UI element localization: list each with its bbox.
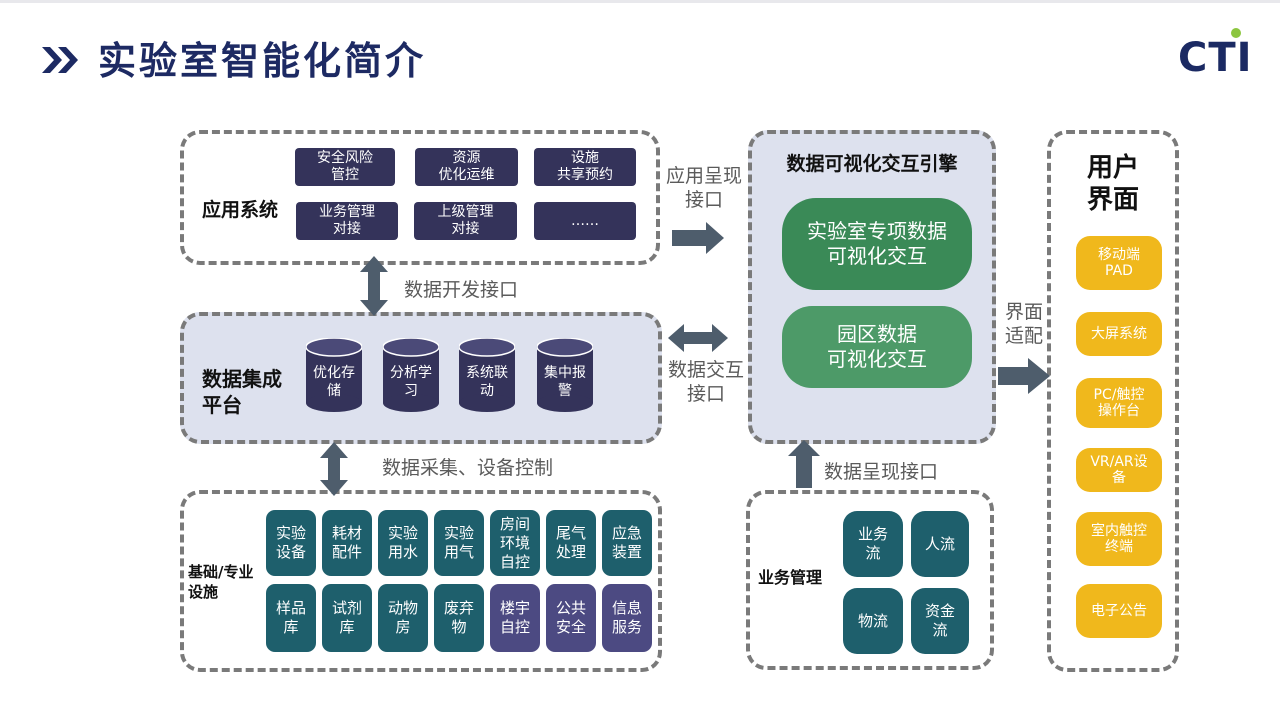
page-title: 实验室智能化简介 <box>98 39 427 83</box>
infra-public-safety: 公共 安全 <box>546 584 596 652</box>
app-item-superior-docking: 上级管理 对接 <box>414 202 517 240</box>
infra-info-service: 信息 服务 <box>602 584 652 652</box>
label-collection-control: 数据采集、设备控制 <box>382 457 554 479</box>
app-item-facility-booking: 设施 共享预约 <box>534 148 636 186</box>
app-system-panel <box>180 130 660 265</box>
label-ui-adaptation: 界面 适配 <box>1004 301 1043 347</box>
infra-emergency: 应急 装置 <box>602 510 652 576</box>
engine-title: 数据可视化交互引擎 <box>786 153 958 175</box>
business-logistics: 物流 <box>843 588 903 654</box>
business-panel <box>746 490 994 670</box>
cti-logo: CTI <box>1178 35 1253 81</box>
business-people-flow: 人流 <box>911 511 969 577</box>
infra-lab-gas: 实验 用气 <box>434 510 484 576</box>
ui-e-bulletin: 电子公告 <box>1076 584 1162 638</box>
user-interface-title: 用户 界面 <box>1086 153 1139 215</box>
label-data-interaction: 数据交互 接口 <box>667 359 744 405</box>
infra-lab-water: 实验 用水 <box>378 510 428 576</box>
infra-animal-room: 动物 房 <box>378 584 428 652</box>
business-cash-flow: 资金 流 <box>911 588 969 654</box>
infra-exhaust: 尾气 处理 <box>546 510 596 576</box>
analysis-cylinder: 分析学 习 <box>383 338 439 412</box>
infra-building-control: 楼宇 自控 <box>490 584 540 652</box>
arrow-engine-to-ui <box>998 358 1050 394</box>
data-platform-label: 数据集成 平台 <box>202 367 282 417</box>
infra-room-env: 房间 环境 自控 <box>490 510 540 576</box>
infra-consumables: 耗材 配件 <box>322 510 372 576</box>
ui-mobile-pad: 移动端 PAD <box>1076 236 1162 290</box>
alarm-cylinder: 集中报 警 <box>537 338 593 412</box>
infra-reagent-store: 试剂 库 <box>322 584 372 652</box>
alarm-label: 集中报 警 <box>544 365 586 399</box>
app-system-label: 应用系统 <box>202 199 279 221</box>
linkage-cylinder: 系统联 动 <box>459 338 515 412</box>
app-item-risk-control: 安全风险 管控 <box>295 148 395 186</box>
engine-park-visualization: 园区数据 可视化交互 <box>782 306 972 388</box>
ui-pc-console: PC/触控 操作台 <box>1076 378 1162 428</box>
double-chevron-icon <box>42 47 78 73</box>
storage-cylinder: 优化存 储 <box>306 338 362 412</box>
business-workflow: 业务 流 <box>843 511 903 577</box>
logo-dot <box>1231 28 1241 38</box>
business-label: 业务管理 <box>758 568 823 587</box>
storage-label: 优化存 储 <box>313 365 355 399</box>
app-item-business-docking: 业务管理 对接 <box>296 202 398 240</box>
label-app-presentation: 应用呈现 接口 <box>665 165 742 211</box>
linkage-label: 系统联 动 <box>466 365 508 399</box>
arrow-platform-infra <box>320 442 348 496</box>
ui-big-screen: 大屏系统 <box>1076 312 1162 356</box>
arrow-app-to-engine <box>672 222 724 254</box>
app-item-resource-ops: 资源 优化运维 <box>415 148 518 186</box>
infra-lab-equipment: 实验 设备 <box>266 510 316 576</box>
infrastructure-panel <box>180 490 662 672</box>
ui-vr-ar: VR/AR设 备 <box>1076 448 1162 492</box>
top-divider <box>0 0 1280 3</box>
label-data-dev: 数据开发接口 <box>404 279 519 301</box>
user-interface-panel <box>1047 130 1179 672</box>
infrastructure-label: 基础/专业 设施 <box>188 563 254 601</box>
infra-sample-store: 样品 库 <box>266 584 316 652</box>
ui-indoor-touch: 室内触控 终端 <box>1076 512 1162 566</box>
app-item-more: …… <box>534 202 636 240</box>
label-data-presentation: 数据呈现接口 <box>824 461 939 483</box>
infra-waste: 废弃 物 <box>434 584 484 652</box>
analysis-label: 分析学 习 <box>390 365 432 399</box>
arrow-app-platform <box>360 256 388 316</box>
arrow-platform-engine <box>668 324 728 352</box>
arrow-business-to-engine <box>788 440 820 488</box>
engine-lab-visualization: 实验室专项数据 可视化交互 <box>782 198 972 290</box>
